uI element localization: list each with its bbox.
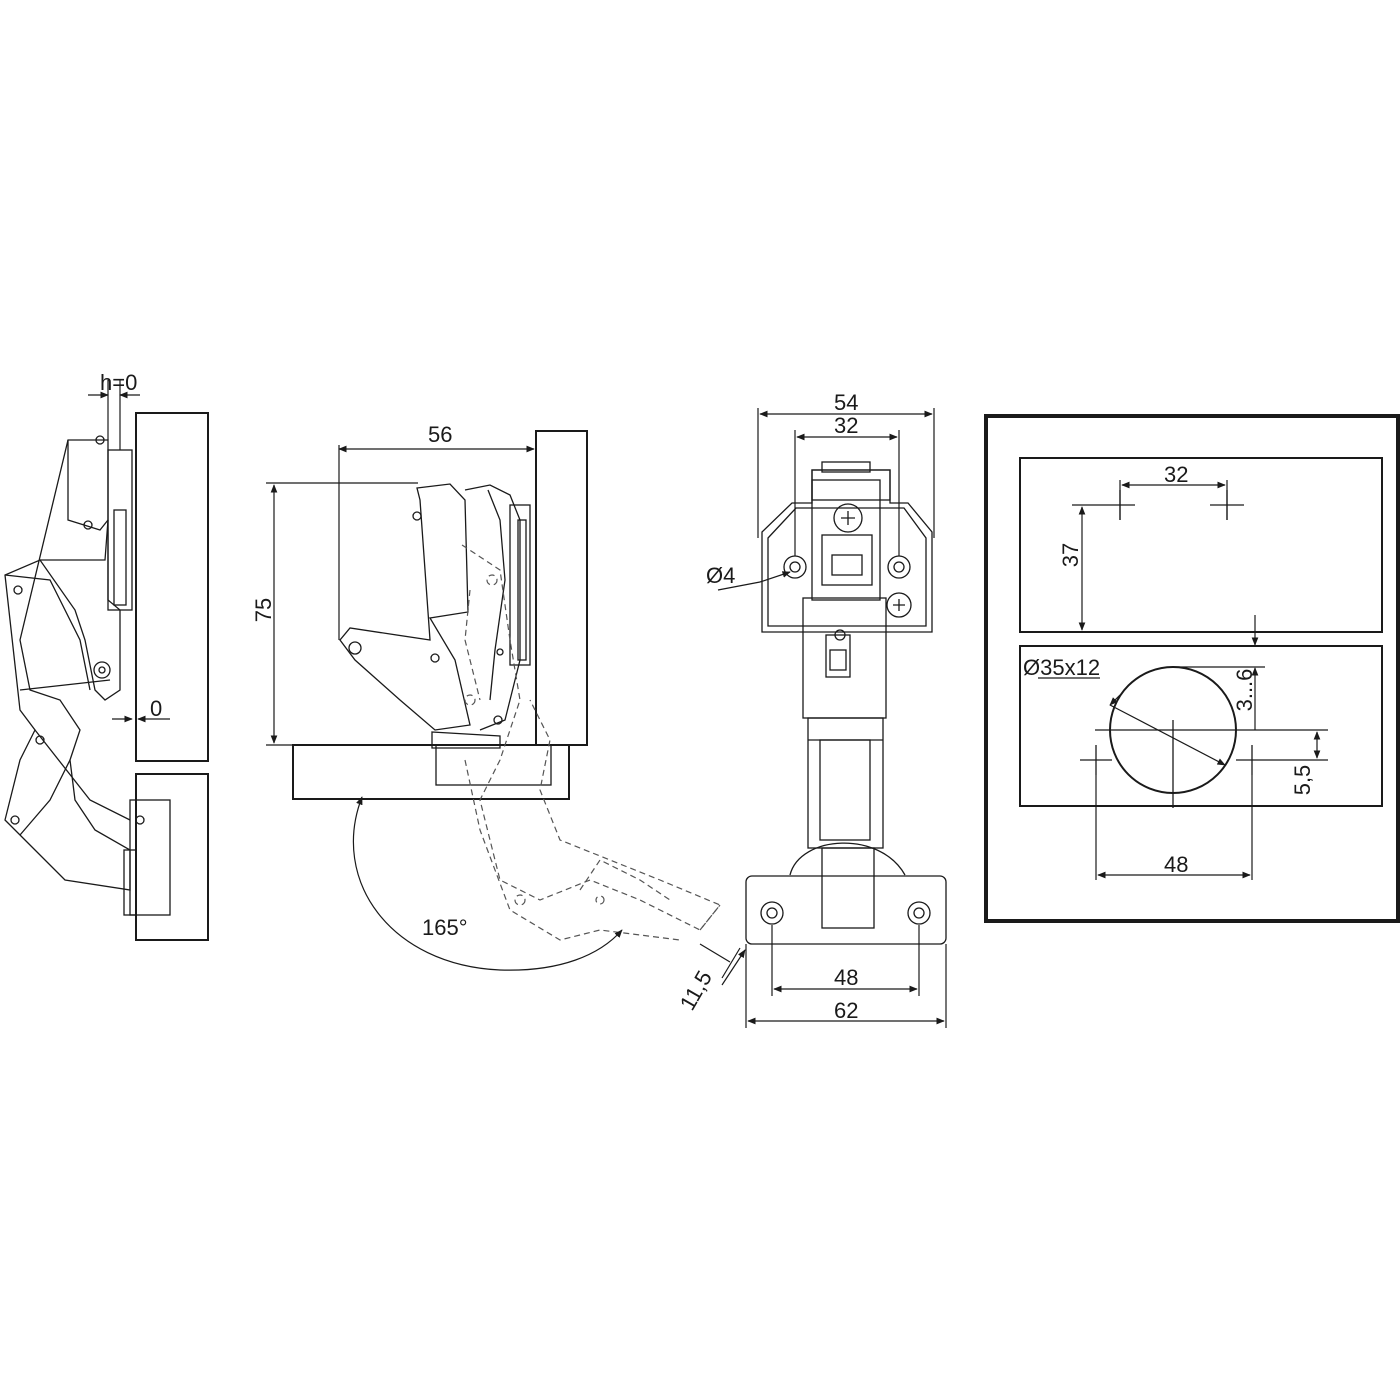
hinge-arm-outline xyxy=(4,439,131,891)
cabinet-side-panel xyxy=(535,430,588,746)
opening-angle-arc xyxy=(352,796,623,971)
height-37-label: 37 xyxy=(1058,543,1083,567)
height-75-label: 75 xyxy=(251,598,276,622)
width-56-label: 56 xyxy=(428,422,452,447)
hinge-cup-and-arm xyxy=(339,483,471,731)
drilling-plan: 32 37 Ø35x12 3...6 5,5 48 xyxy=(984,414,1400,923)
angle-165-label: 165° xyxy=(422,915,468,940)
front-view: 54 32 Ø4 48 62 xyxy=(706,390,947,1028)
mounting-plate xyxy=(761,469,933,633)
top-spacing-32-label: 32 xyxy=(1164,462,1188,487)
width-54-label: 54 xyxy=(834,390,858,415)
spacing-32-label: 32 xyxy=(834,413,858,438)
hinge-open-position xyxy=(461,544,721,931)
door-panel xyxy=(1019,645,1383,807)
cabinet-side-panel xyxy=(135,412,209,762)
edge-distance-label: 3...6 xyxy=(1232,669,1257,712)
cup-plate xyxy=(745,875,947,945)
cabinet-bottom-panel xyxy=(292,744,570,800)
spacing-48-label: 48 xyxy=(834,965,858,990)
offset-11-5-label: 11,5 xyxy=(675,966,717,1014)
drilling-frame xyxy=(984,414,1400,923)
h-zero-label: h=0 xyxy=(100,370,137,395)
width-62-label: 62 xyxy=(834,998,858,1023)
gap-zero-label: 0 xyxy=(150,696,162,721)
side-view: h=0 0 xyxy=(4,370,209,941)
spacing-48-label: 48 xyxy=(1164,852,1188,877)
offset-5-5-label: 5,5 xyxy=(1290,765,1315,796)
hinge-arm xyxy=(802,597,887,719)
hole-diameter-label: Ø4 xyxy=(706,563,735,588)
cabinet-panel xyxy=(1019,457,1383,633)
cup-diameter-label: Ø35x12 xyxy=(1023,655,1100,680)
open-view: 56 75 165° 11,5 xyxy=(251,422,746,1015)
